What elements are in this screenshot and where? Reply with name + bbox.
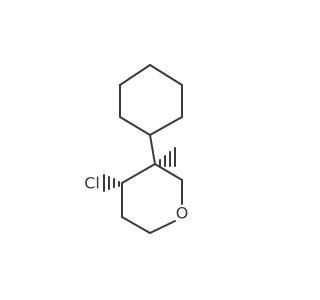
stereo-hash-c3: [159, 147, 176, 167]
stereo-hash-c4: [103, 174, 120, 192]
oxane-bond-c4-c3: [121, 163, 156, 184]
cyclohexyl-bond-1: [149, 64, 183, 86]
cyclohexyl-bond-3: [149, 116, 183, 136]
cyclohexyl-bond-4: [119, 116, 151, 136]
oxane-bond-c3-c2: [154, 163, 183, 181]
oxane-bond-o-c6: [149, 220, 176, 234]
substituent-bond: [149, 134, 156, 165]
molecule-canvas: Cl O: [84, 64, 189, 234]
oxane-bond-c6-c5: [121, 216, 151, 234]
cyclohexyl-bond-6: [119, 64, 151, 86]
chlorine-atom-label: Cl: [84, 174, 100, 193]
oxygen-atom-label: O: [176, 204, 189, 223]
structure-drawing: Cl O: [84, 64, 189, 234]
